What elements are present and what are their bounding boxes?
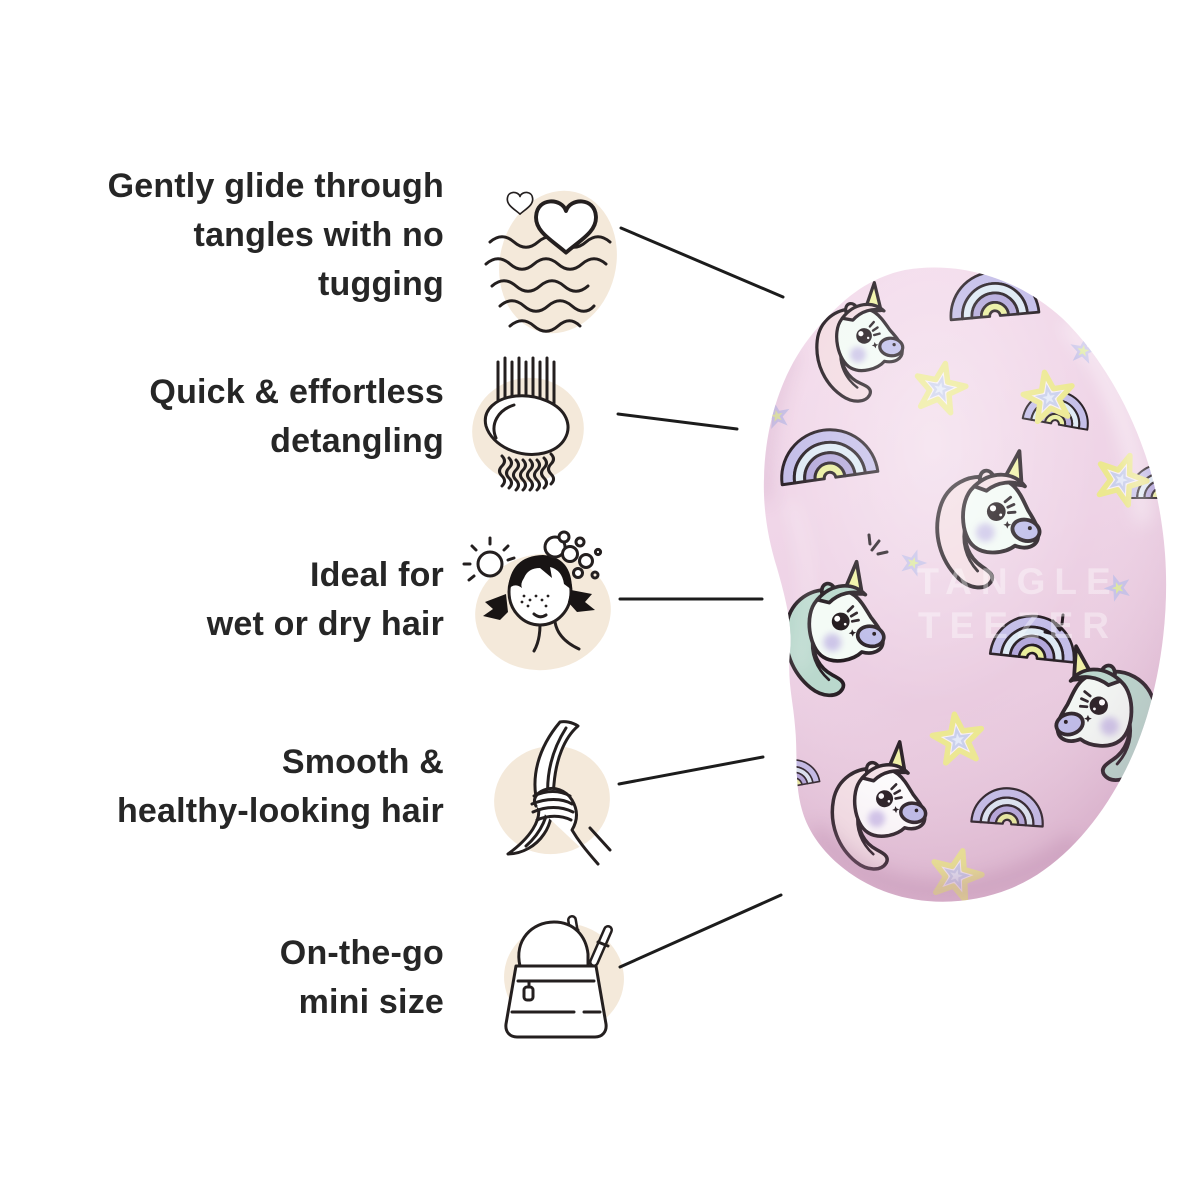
feature-3-line-2: wet or dry hair <box>206 605 444 643</box>
connector-line-4 <box>617 755 765 786</box>
feature-1-text: Gently glide through tangles with no tug… <box>108 162 444 309</box>
feature-2-text: Quick & effortless detangling <box>149 368 444 466</box>
feature-2-line-2: detangling <box>270 422 444 460</box>
girl-washing-hair-icon <box>462 530 611 671</box>
cosmetic-bag-icon <box>504 915 624 1039</box>
hearts-waves-icon <box>484 190 617 334</box>
feature-3-text: Ideal for wet or dry hair <box>207 551 444 649</box>
feature-2-line-1: Quick & effortless <box>149 373 444 411</box>
watermark-line-2: TEEZER <box>918 605 1118 646</box>
connector-line-5 <box>618 893 783 969</box>
freckles <box>520 594 550 608</box>
feature-5-line-2: mini size <box>298 983 444 1021</box>
tangle-teezer-watermark: TANGLE TEEZER <box>916 561 1119 646</box>
brush-pattern: TANGLE TEEZER <box>763 267 1167 902</box>
fingers <box>530 790 575 822</box>
feature-5-line-1: On-the-go <box>279 934 444 972</box>
feature-1-line-3: tugging <box>317 265 444 303</box>
feature-4-line-2: healthy-looking hair <box>116 792 444 830</box>
feature-4-line-1: Smooth & <box>281 743 444 781</box>
feature-5-text: On-the-go mini size <box>280 929 444 1027</box>
feature-1-line-1: Gently glide through <box>107 167 444 205</box>
bubbles <box>543 530 603 580</box>
unicorn-hairbrush-product: TANGLE TEEZER <box>763 267 1167 902</box>
feature-1-line-2: tangles with no <box>193 216 444 254</box>
connector-line-1 <box>619 226 785 299</box>
watermark-line-1: TANGLE <box>916 561 1119 602</box>
sun-glyph <box>462 536 516 582</box>
feature-3-line-1: Ideal for <box>309 556 444 594</box>
feature-4-text: Smooth & healthy-looking hair <box>117 738 444 836</box>
hand-holding-hair-icon <box>494 720 612 866</box>
connector-line-2 <box>616 412 739 431</box>
detangling-brush-icon <box>472 356 584 492</box>
